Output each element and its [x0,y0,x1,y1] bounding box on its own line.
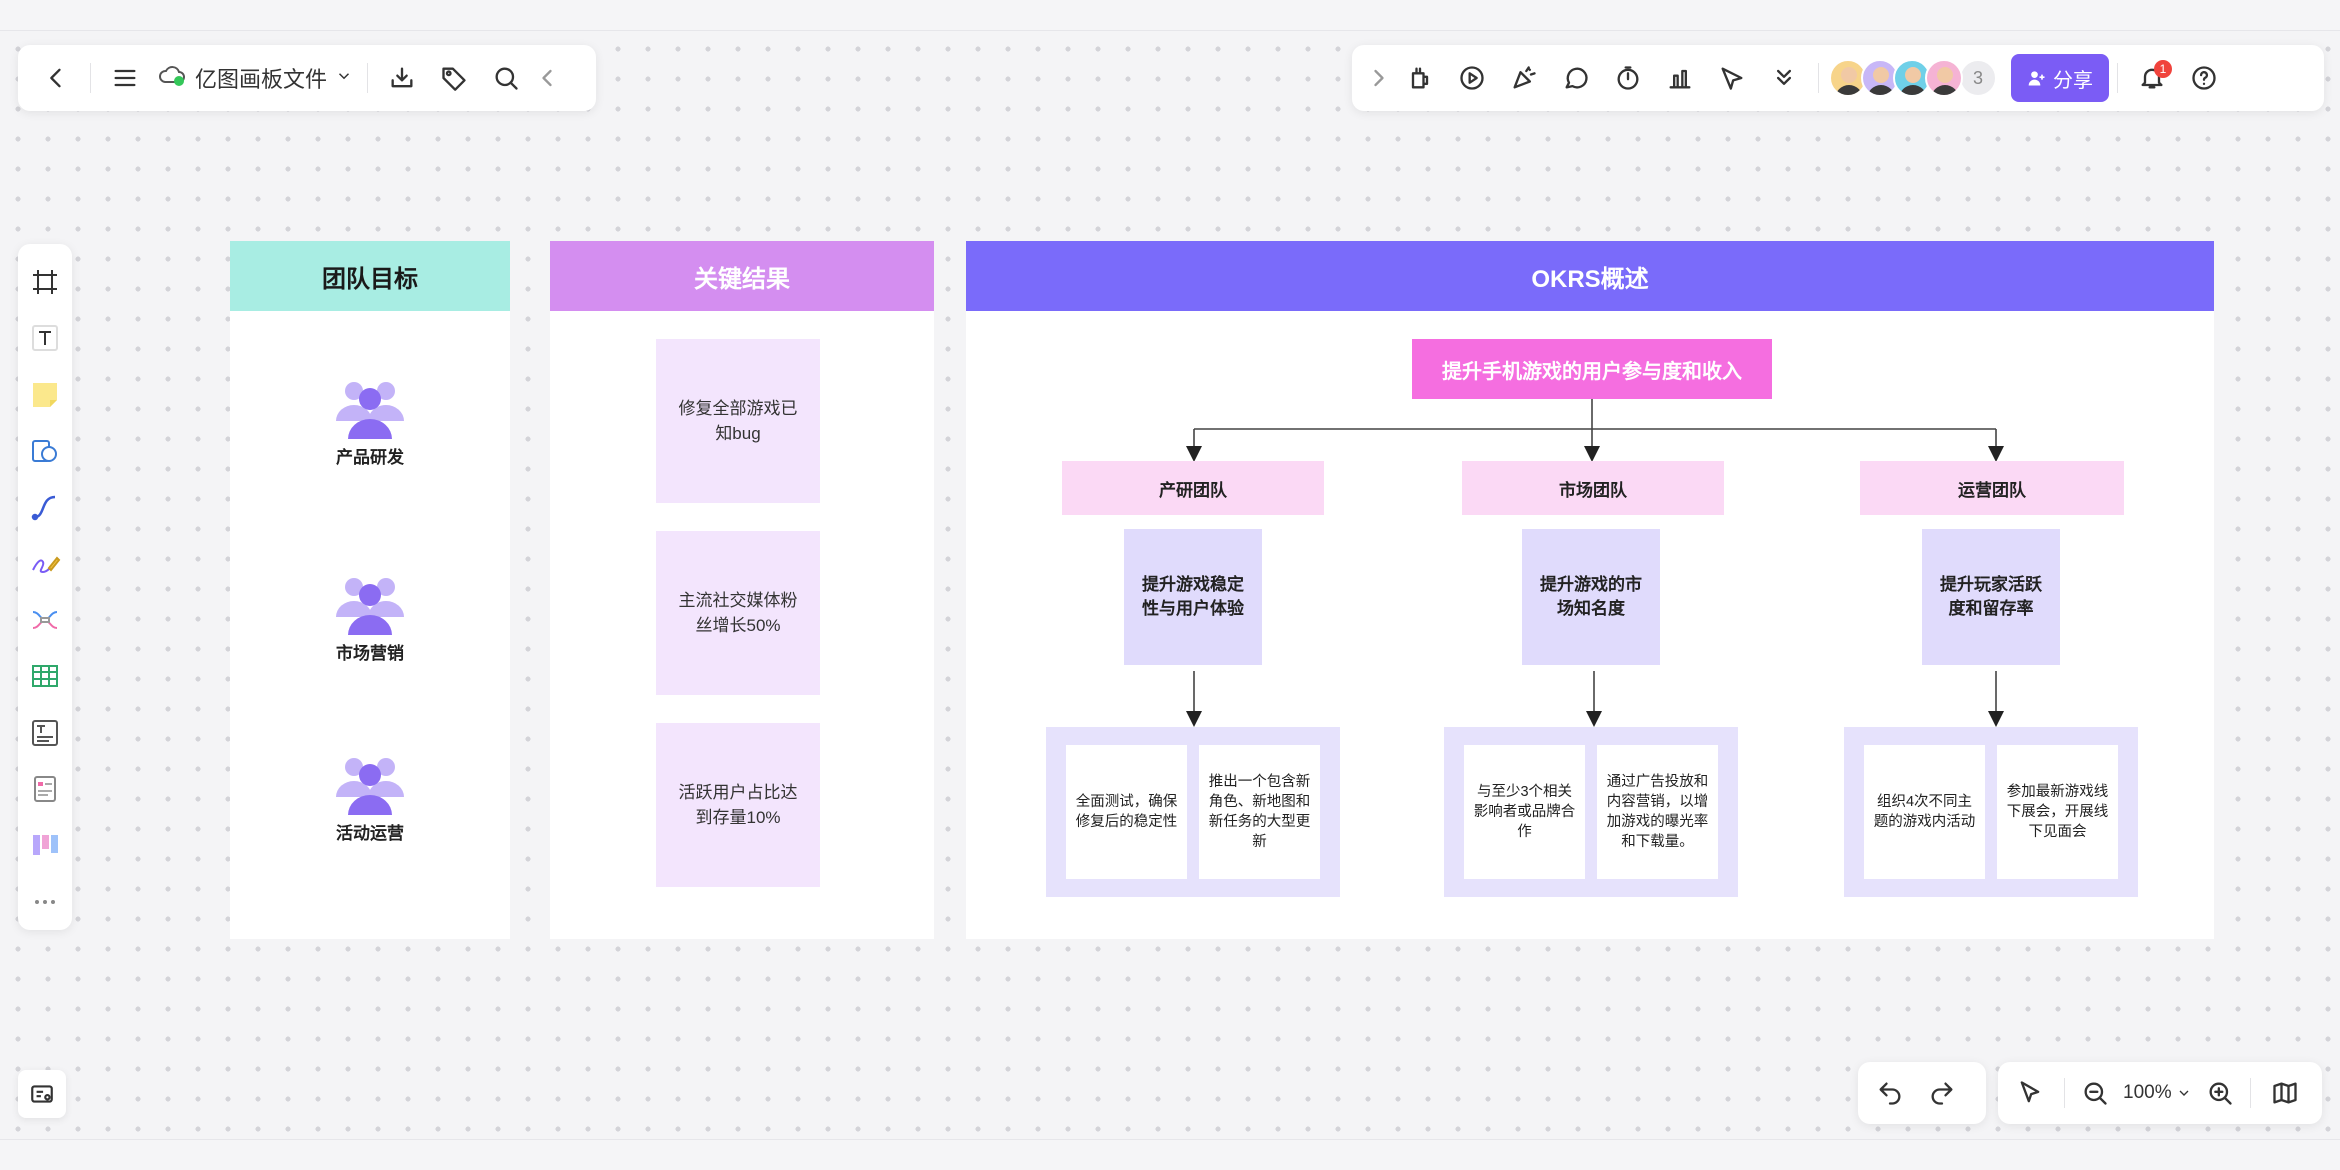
share-label: 分享 [2053,69,2093,92]
shape-icon[interactable] [23,423,67,479]
top-right-toolbar: 3 分享 1 [1352,45,2324,111]
left-tool-palette [18,244,72,930]
team-people-icon [336,382,404,439]
top-left-toolbar: 亿图画板文件 [18,45,596,111]
objective-node[interactable]: 提升玩家活跃度和留存率 [1922,529,2060,665]
add-user-icon [2028,71,2045,86]
divider [2117,63,2118,93]
divider [2064,1078,2065,1108]
department-node[interactable]: 产研团队 [1062,461,1324,515]
ai-assistant-icon[interactable] [1394,52,1446,104]
task-card[interactable]: 通过广告投放和内容营销，以增加游戏的曝光率和下载量。 [1597,745,1718,879]
help-icon[interactable] [2178,52,2230,104]
collaborator-avatars[interactable]: 3 [1829,59,1997,97]
celebrate-icon[interactable] [1498,52,1550,104]
team-people-icon [336,758,404,815]
chevron-down-icon [2179,1090,2189,1096]
task-group[interactable]: 与至少3个相关影响者或品牌合作 通过广告投放和内容营销，以增加游戏的曝光率和下载… [1444,727,1738,897]
team-item[interactable]: 产品研发 [230,375,510,468]
team-goals-column[interactable]: 团队目标 产品研发 市场营销 活动运营 [230,241,510,939]
task-group[interactable]: 组织4次不同主题的游戏内活动 参加最新游戏线下展会，开展线下见面会 [1844,727,2138,897]
connector-lines [1186,399,2004,727]
connector-icon[interactable] [23,479,67,535]
collapse-left-icon[interactable] [532,52,562,104]
kanban-icon[interactable] [23,817,67,873]
department-node[interactable]: 市场团队 [1462,461,1724,515]
history-bar [1858,1062,1986,1124]
task-card[interactable]: 参加最新游戏线下展会，开展线下见面会 [1997,745,2118,879]
team-people-icon [336,578,404,635]
select-pointer-icon[interactable] [2004,1067,2056,1119]
team-label: 活动运营 [336,824,404,843]
avatar[interactable] [1861,59,1899,97]
vote-icon[interactable] [1654,52,1706,104]
sticky-note-icon[interactable] [23,367,67,423]
file-name: 亿图画板文件 [195,67,328,92]
menu-icon[interactable] [99,52,151,104]
okrs-overview-header: OKRS概述 [966,241,2214,311]
zoom-in-icon[interactable] [2198,1067,2242,1119]
zoom-bar: 100% [1998,1062,2322,1124]
key-results-header: 关键结果 [550,241,934,311]
objective-node[interactable]: 提升游戏的市场知名度 [1522,529,1660,665]
cloud-saved-icon [157,62,187,94]
okrs-overview-column[interactable]: OKRS概述 提升手机游戏的用户参与度和收入 产研团队 市场团队 运营团队 提升… [966,241,2214,939]
map-view-icon[interactable] [2259,1067,2311,1119]
laser-pointer-icon[interactable] [1706,52,1758,104]
key-results-column[interactable]: 关键结果 修复全部游戏已知bug 主流社交媒体粉丝增长50% 活跃用户占比达到存… [550,241,934,939]
search-icon[interactable] [480,52,532,104]
expand-right-icon[interactable] [1364,52,1394,104]
more-chevrons-icon[interactable] [1758,52,1810,104]
team-label: 产品研发 [336,448,404,467]
zoom-level-dropdown[interactable]: 100% [2117,1082,2198,1104]
file-name-dropdown[interactable]: 亿图画板文件 [151,62,359,94]
comment-icon[interactable] [1550,52,1602,104]
team-label: 市场营销 [336,644,404,663]
back-icon[interactable] [30,52,82,104]
table-icon[interactable] [23,648,67,704]
template-icon[interactable] [23,761,67,817]
collaborator-count[interactable]: 3 [1959,59,1997,97]
task-card[interactable]: 推出一个包含新角色、新地图和新任务的大型更新 [1199,745,1320,879]
notification-bell-icon[interactable]: 1 [2126,52,2178,104]
divider [90,63,91,93]
redo-icon[interactable] [1916,1067,1968,1119]
divider [1818,63,1819,93]
share-button[interactable]: 分享 [2011,54,2109,102]
team-item[interactable]: 活动运营 [230,751,510,844]
undo-icon[interactable] [1864,1067,1916,1119]
zoom-out-icon[interactable] [2073,1067,2117,1119]
key-result-card[interactable]: 修复全部游戏已知bug [656,339,820,503]
pen-icon[interactable] [23,536,67,592]
avatar[interactable] [1925,59,1963,97]
task-group[interactable]: 全面测试，确保修复后的稳定性 推出一个包含新角色、新地图和新任务的大型更新 [1046,727,1340,897]
divider [2249,1078,2251,1108]
notification-badge: 1 [2154,60,2172,78]
zoom-level: 100% [2123,1082,2172,1103]
okr-root-objective[interactable]: 提升手机游戏的用户参与度和收入 [1412,339,1772,399]
key-result-card[interactable]: 主流社交媒体粉丝增长50% [656,531,820,695]
frame-icon[interactable] [23,254,67,310]
key-result-card[interactable]: 活跃用户占比达到存量10% [656,723,820,887]
chevron-down-icon [335,65,353,91]
text-card-icon[interactable] [23,705,67,761]
mindmap-icon[interactable] [23,592,67,648]
task-card[interactable]: 全面测试，确保修复后的稳定性 [1066,745,1187,879]
department-node[interactable]: 运营团队 [1860,461,2124,515]
objective-node[interactable]: 提升游戏稳定性与用户体验 [1124,529,1262,665]
task-card[interactable]: 组织4次不同主题的游戏内活动 [1864,745,1985,879]
tag-icon[interactable] [428,52,480,104]
present-icon[interactable] [1446,52,1498,104]
team-item[interactable]: 市场营销 [230,571,510,664]
minimap-toggle-icon[interactable] [18,1070,66,1118]
avatar[interactable] [1893,59,1931,97]
download-icon[interactable] [376,52,428,104]
text-icon[interactable] [23,310,67,366]
more-tools-icon[interactable] [23,874,67,930]
task-card[interactable]: 与至少3个相关影响者或品牌合作 [1464,745,1585,879]
timer-icon[interactable] [1602,52,1654,104]
team-goals-header: 团队目标 [230,241,510,311]
divider [367,63,369,93]
